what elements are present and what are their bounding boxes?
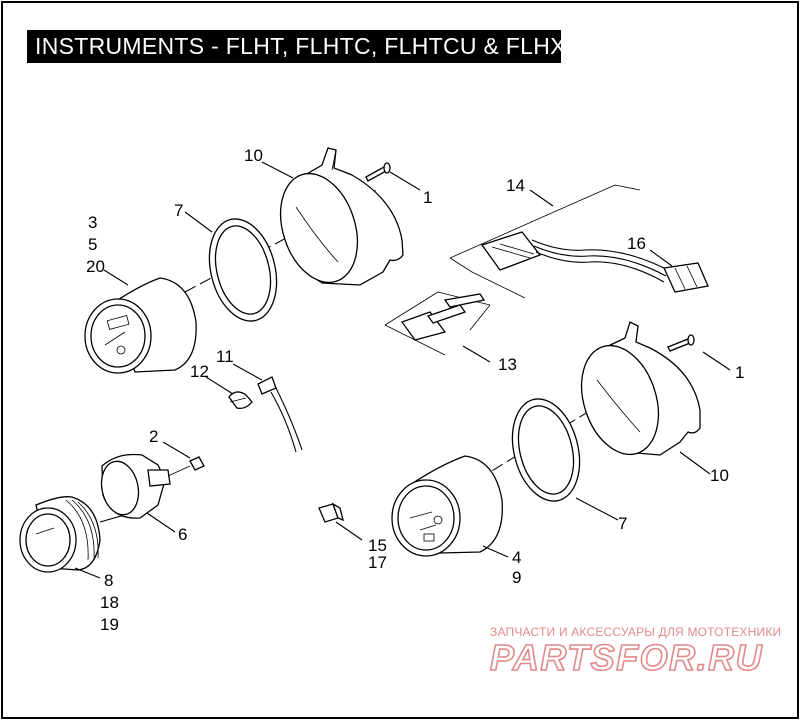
callout-15: 15 [368,536,387,555]
callout-4: 4 [512,548,521,567]
callout-19: 19 [100,615,119,634]
lower-bezel-ring [511,398,581,502]
bracket-nut [189,456,205,471]
callout-1-upper: 1 [423,188,432,207]
upper-gauge [84,277,197,374]
callout-1-lower: 1 [735,363,744,382]
diagram-title: INSTRUMENTS - FLHT, FLHTC, FLHTCU & FLHX [27,30,566,63]
gauge-bracket [100,453,191,519]
watermark-logo: PARTSFOR.RU [490,637,763,678]
lamp-bulb [228,391,253,410]
callout-18: 18 [100,593,119,612]
callout-14: 14 [506,176,525,195]
upper-gauge-housing [279,147,404,286]
watermark-subtitle: ЗАПЧАСТИ И АКСЕССУАРЫ ДЛЯ МОТОТЕХНИКИ [490,625,782,639]
wire-harness [449,184,709,299]
small-connector [318,502,344,523]
callout-8: 8 [104,571,113,590]
callout-17: 17 [368,553,387,572]
callout-12: 12 [190,362,209,381]
callout-5: 5 [88,235,97,254]
leader-lines [74,161,731,579]
callout-20: 20 [86,257,105,276]
small-gauge [19,496,129,573]
callout-9: 9 [512,568,521,587]
callout-6: 6 [178,525,187,544]
callout-numbers: 10 1 7 3 5 20 14 16 13 11 12 2 6 8 18 19… [86,146,744,634]
fuse-terminals [384,291,491,356]
lower-gauge-housing [580,321,701,456]
upper-bezel-ring [208,218,278,322]
callout-16: 16 [627,234,646,253]
callout-7-upper: 7 [174,201,183,220]
lower-screw [667,334,695,352]
callout-10-lower: 10 [710,466,729,485]
lamp-socket [257,376,303,453]
callout-13: 13 [498,355,517,374]
callout-10-upper: 10 [244,146,263,165]
callout-7-lower: 7 [618,514,627,533]
callout-2: 2 [149,427,158,446]
callout-3: 3 [88,213,97,232]
upper-screw [365,162,391,182]
callout-11: 11 [216,347,234,366]
lower-gauge [391,455,503,557]
